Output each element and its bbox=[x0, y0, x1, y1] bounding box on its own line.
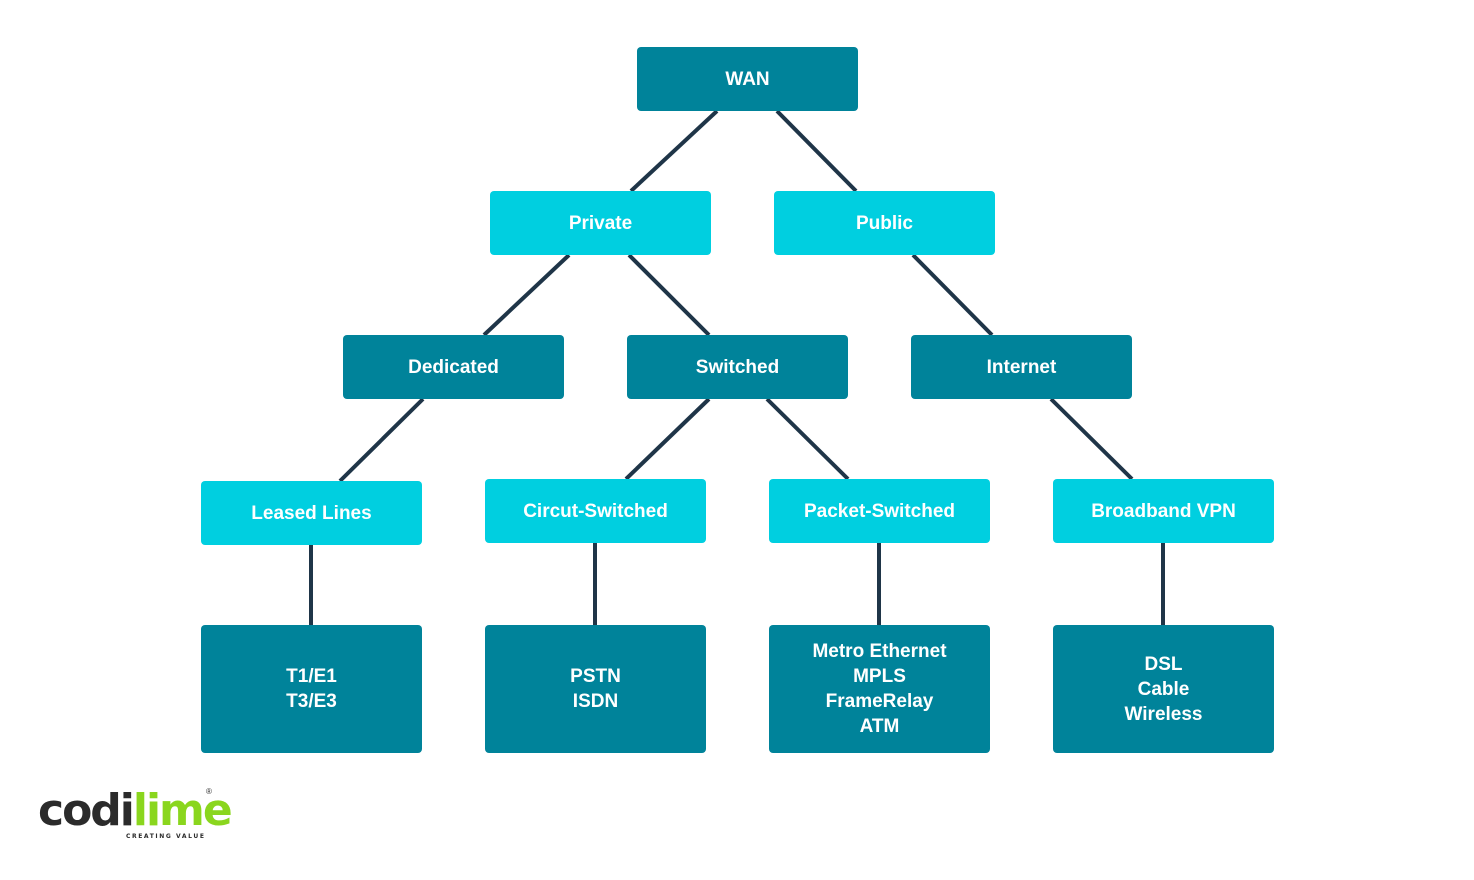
node-broadband-vpn: Broadband VPN bbox=[1053, 479, 1274, 543]
edge-internet-broadband bbox=[1049, 397, 1134, 481]
node-circuit-switched-label: Circut-Switched bbox=[523, 500, 668, 522]
logo-word-green: lime bbox=[132, 785, 233, 836]
logo-tagline: CREATING VALUE bbox=[126, 833, 206, 840]
node-dedicated: Dedicated bbox=[343, 335, 564, 399]
node-leased-lines-label: Leased Lines bbox=[251, 502, 372, 524]
node-internet: Internet bbox=[911, 335, 1132, 399]
node-circuit-switched: Circut-Switched bbox=[485, 479, 706, 543]
edge-public-internet bbox=[911, 253, 994, 337]
node-switched-label: Switched bbox=[695, 356, 780, 378]
edge-wan-private bbox=[629, 109, 719, 193]
registered-mark: ® bbox=[206, 787, 212, 796]
leaf-broadband-vpn: DSL Cable Wireless bbox=[1053, 625, 1274, 753]
leaf-item: T3/E3 bbox=[286, 691, 337, 712]
node-internet-label: Internet bbox=[986, 356, 1057, 378]
node-broadband-vpn-label: Broadband VPN bbox=[1091, 500, 1236, 522]
codilime-logo: codilime ® CREATING VALUE bbox=[38, 785, 233, 846]
leaf-circuit-switched: PSTN ISDN bbox=[485, 625, 706, 753]
logo-wordmark: codilime bbox=[38, 785, 233, 836]
leaf-leased-lines: T1/E1 T3/E3 bbox=[201, 625, 422, 753]
edge-dedicated-leased bbox=[338, 397, 425, 483]
leaf-packet-switched: Metro Ethernet MPLS FrameRelay ATM bbox=[769, 625, 990, 753]
node-wan: WAN bbox=[637, 47, 858, 111]
leaf-item: Cable bbox=[1137, 678, 1190, 700]
leaf-item: ATM bbox=[859, 716, 900, 737]
edge-switched-packet bbox=[765, 397, 850, 481]
edge-wan-public bbox=[775, 109, 858, 193]
edge-private-switched bbox=[627, 253, 711, 337]
node-leased-lines: Leased Lines bbox=[201, 481, 422, 545]
logo-word-dark: codi bbox=[38, 785, 135, 836]
leaf-item: Metro Ethernet bbox=[812, 641, 947, 662]
node-packet-switched-label: Packet-Switched bbox=[804, 500, 955, 522]
leaf-item: T1/E1 bbox=[286, 666, 337, 687]
leaf-item: DSL bbox=[1144, 653, 1183, 675]
leaf-item: PSTN bbox=[570, 666, 621, 687]
node-switched: Switched bbox=[627, 335, 848, 399]
leaf-item: MPLS bbox=[853, 666, 906, 687]
node-private: Private bbox=[490, 191, 711, 255]
edge-private-dedicated bbox=[482, 253, 571, 337]
node-private-label: Private bbox=[568, 212, 633, 234]
leaf-item: FrameRelay bbox=[825, 691, 934, 712]
node-dedicated-label: Dedicated bbox=[408, 356, 499, 378]
leaf-item: Wireless bbox=[1124, 703, 1203, 725]
node-public: Public bbox=[774, 191, 995, 255]
node-public-label: Public bbox=[855, 212, 913, 234]
node-packet-switched: Packet-Switched bbox=[769, 479, 990, 543]
edge-switched-circuit bbox=[624, 397, 711, 481]
node-wan-label: WAN bbox=[725, 68, 770, 90]
leaf-item: ISDN bbox=[572, 691, 619, 712]
